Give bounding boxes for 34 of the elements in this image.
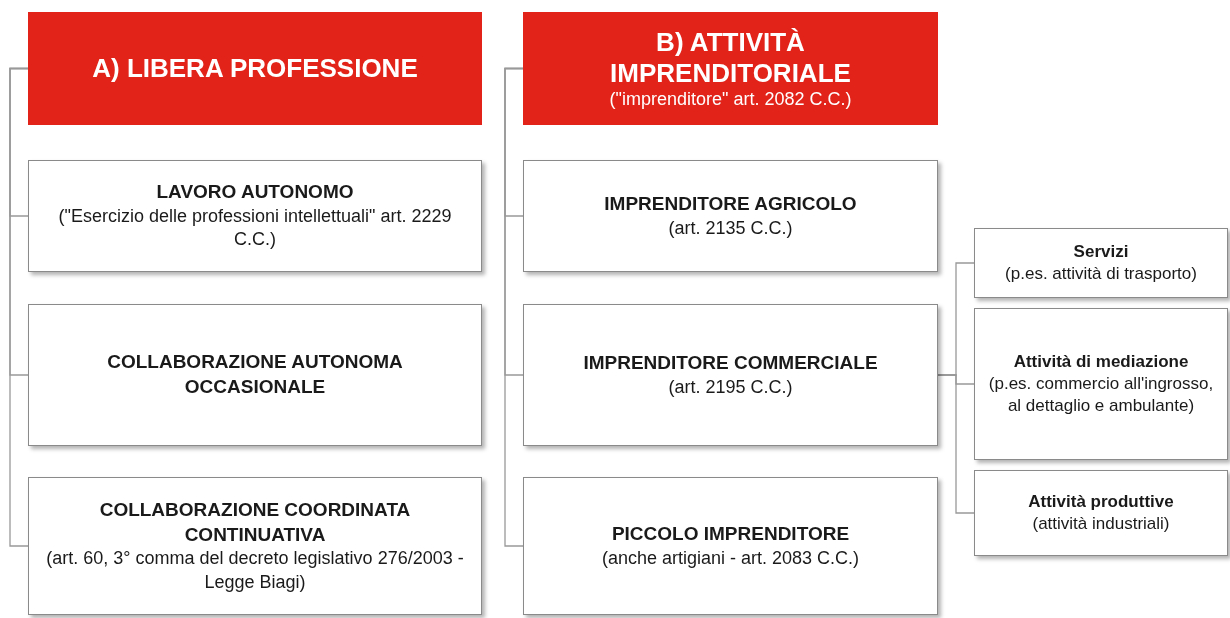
box-title: Servizi [1073,240,1129,263]
box-description: ("imprenditore" art. 2082 C.C.) [609,88,852,111]
box-description: ("Esercizio delle professioni intellettuali" art. 2229 C.C.) [57,204,453,252]
box-title: A) LIBERA PROFESSIONE [92,52,418,85]
box-title: IMPRENDITORE COMMERCIALE [583,350,878,375]
box-title: Attività produttive [1028,490,1174,513]
connector-line [9,67,29,547]
box-description: (art. 2135 C.C.) [668,216,793,240]
category-box [974,308,1228,460]
box-description: (p.es. commercio all'ingrosso, al dettaglio e ambulante) [987,372,1215,418]
box-description: (art. 60, 3° comma del decreto legislativo 276/2003 - Legge Biagi) [45,547,465,594]
box-title: B) ATTIVITÀ IMPRENDITORIALE [609,26,852,89]
category-box [523,477,938,615]
box-title: COLLABORAZIONE AUTONOMA OCCASIONALE [106,350,404,399]
category-box [28,477,482,615]
box-description: (p.es. attività di trasporto) [1005,263,1197,285]
category-box [28,160,482,272]
connector-line [504,67,524,547]
category-box [28,304,482,446]
connector-line [937,374,975,514]
category-box [523,160,938,272]
box-description: (attività industriali) [1032,513,1170,535]
box-title: PICCOLO IMPRENDITORE [611,521,850,546]
category-box [974,470,1228,556]
category-box [523,304,938,446]
box-title: LAVORO AUTONOMO [156,180,354,205]
box-title: Attività di mediazione [1013,350,1189,373]
box-description: (anche artigiani - art. 2083 C.C.) [601,546,860,570]
header-box [523,12,938,125]
category-box [974,228,1228,298]
header-box [28,12,482,125]
box-title: IMPRENDITORE AGRICOLO [604,191,857,216]
box-description: (art. 2195 C.C.) [668,375,793,399]
box-title: COLLABORAZIONE COORDINATA CONTINUATIVA [98,497,412,547]
